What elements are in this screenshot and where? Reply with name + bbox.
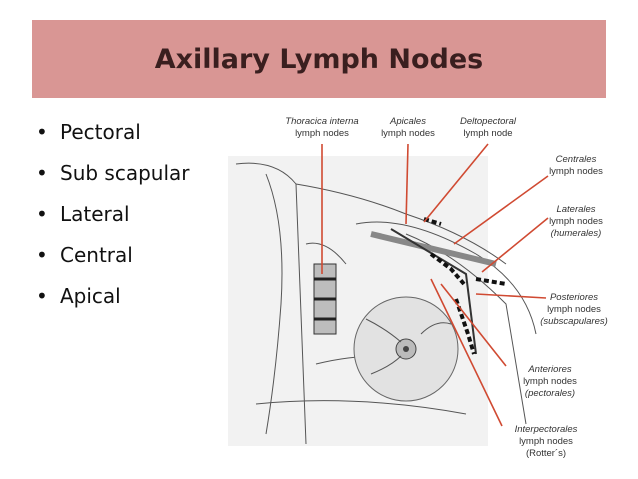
label-anteriores-title: Anteriores bbox=[527, 364, 572, 375]
bullet-text: Lateral bbox=[60, 202, 130, 226]
bullet-item: • Central bbox=[36, 241, 190, 282]
bullet-item: • Sub scapular bbox=[36, 159, 190, 200]
bullet-item: • Lateral bbox=[36, 200, 190, 241]
label-interpectorales-note: (Rotter´s) bbox=[526, 448, 566, 459]
label-thoracica-sub: lymph nodes bbox=[295, 128, 349, 139]
label-laterales-title: Laterales bbox=[556, 204, 595, 215]
label-laterales-note: (humerales) bbox=[551, 228, 602, 239]
label-anteriores-note: (pectorales) bbox=[525, 388, 575, 399]
label-interpectorales-sub: lymph nodes bbox=[519, 436, 573, 447]
label-laterales-sub: lymph nodes bbox=[549, 216, 603, 227]
label-centrales-title: Centrales bbox=[556, 154, 597, 165]
bullet-icon: • bbox=[36, 120, 48, 144]
slide-title: Axillary Lymph Nodes bbox=[154, 43, 484, 75]
label-posteriores-title: Posteriores bbox=[550, 292, 598, 303]
label-posteriores-sub: lymph nodes bbox=[547, 304, 601, 315]
figure-labels: Thoracica interna lymph nodes Apicales l… bbox=[285, 116, 608, 459]
anatomy-sketch bbox=[228, 156, 537, 446]
bullet-icon: • bbox=[36, 243, 48, 267]
bullet-list: • Pectoral • Sub scapular • Lateral • Centra… bbox=[36, 118, 190, 323]
label-thoracica-title: Thoracica interna bbox=[285, 116, 358, 127]
bullet-icon: • bbox=[36, 284, 48, 308]
bullet-item: • Apical bbox=[36, 282, 190, 323]
label-deltopectoral-sub: lymph node bbox=[463, 128, 512, 139]
bullet-text: Sub scapular bbox=[60, 161, 190, 185]
label-apicales-sub: lymph nodes bbox=[381, 128, 435, 139]
leader-lines bbox=[321, 143, 549, 427]
title-banner: Axillary Lymph Nodes bbox=[32, 20, 606, 98]
bullet-icon: • bbox=[36, 202, 48, 226]
bullet-text: Pectoral bbox=[60, 120, 141, 144]
bullet-text: Apical bbox=[60, 284, 121, 308]
label-apicales-title: Apicales bbox=[389, 116, 426, 127]
axillary-anatomy-illustration: Thoracica interna lymph nodes Apicales l… bbox=[228, 116, 608, 459]
label-interpectorales-title: Interpectorales bbox=[515, 424, 578, 435]
label-deltopectoral-title: Deltopectoral bbox=[460, 116, 517, 127]
bullet-text: Central bbox=[60, 243, 133, 267]
bullet-item: • Pectoral bbox=[36, 118, 190, 159]
label-posteriores-note: (subscapulares) bbox=[540, 316, 608, 327]
label-centrales-sub: lymph nodes bbox=[549, 166, 603, 177]
bullet-icon: • bbox=[36, 161, 48, 185]
label-anteriores-sub: lymph nodes bbox=[523, 376, 577, 387]
